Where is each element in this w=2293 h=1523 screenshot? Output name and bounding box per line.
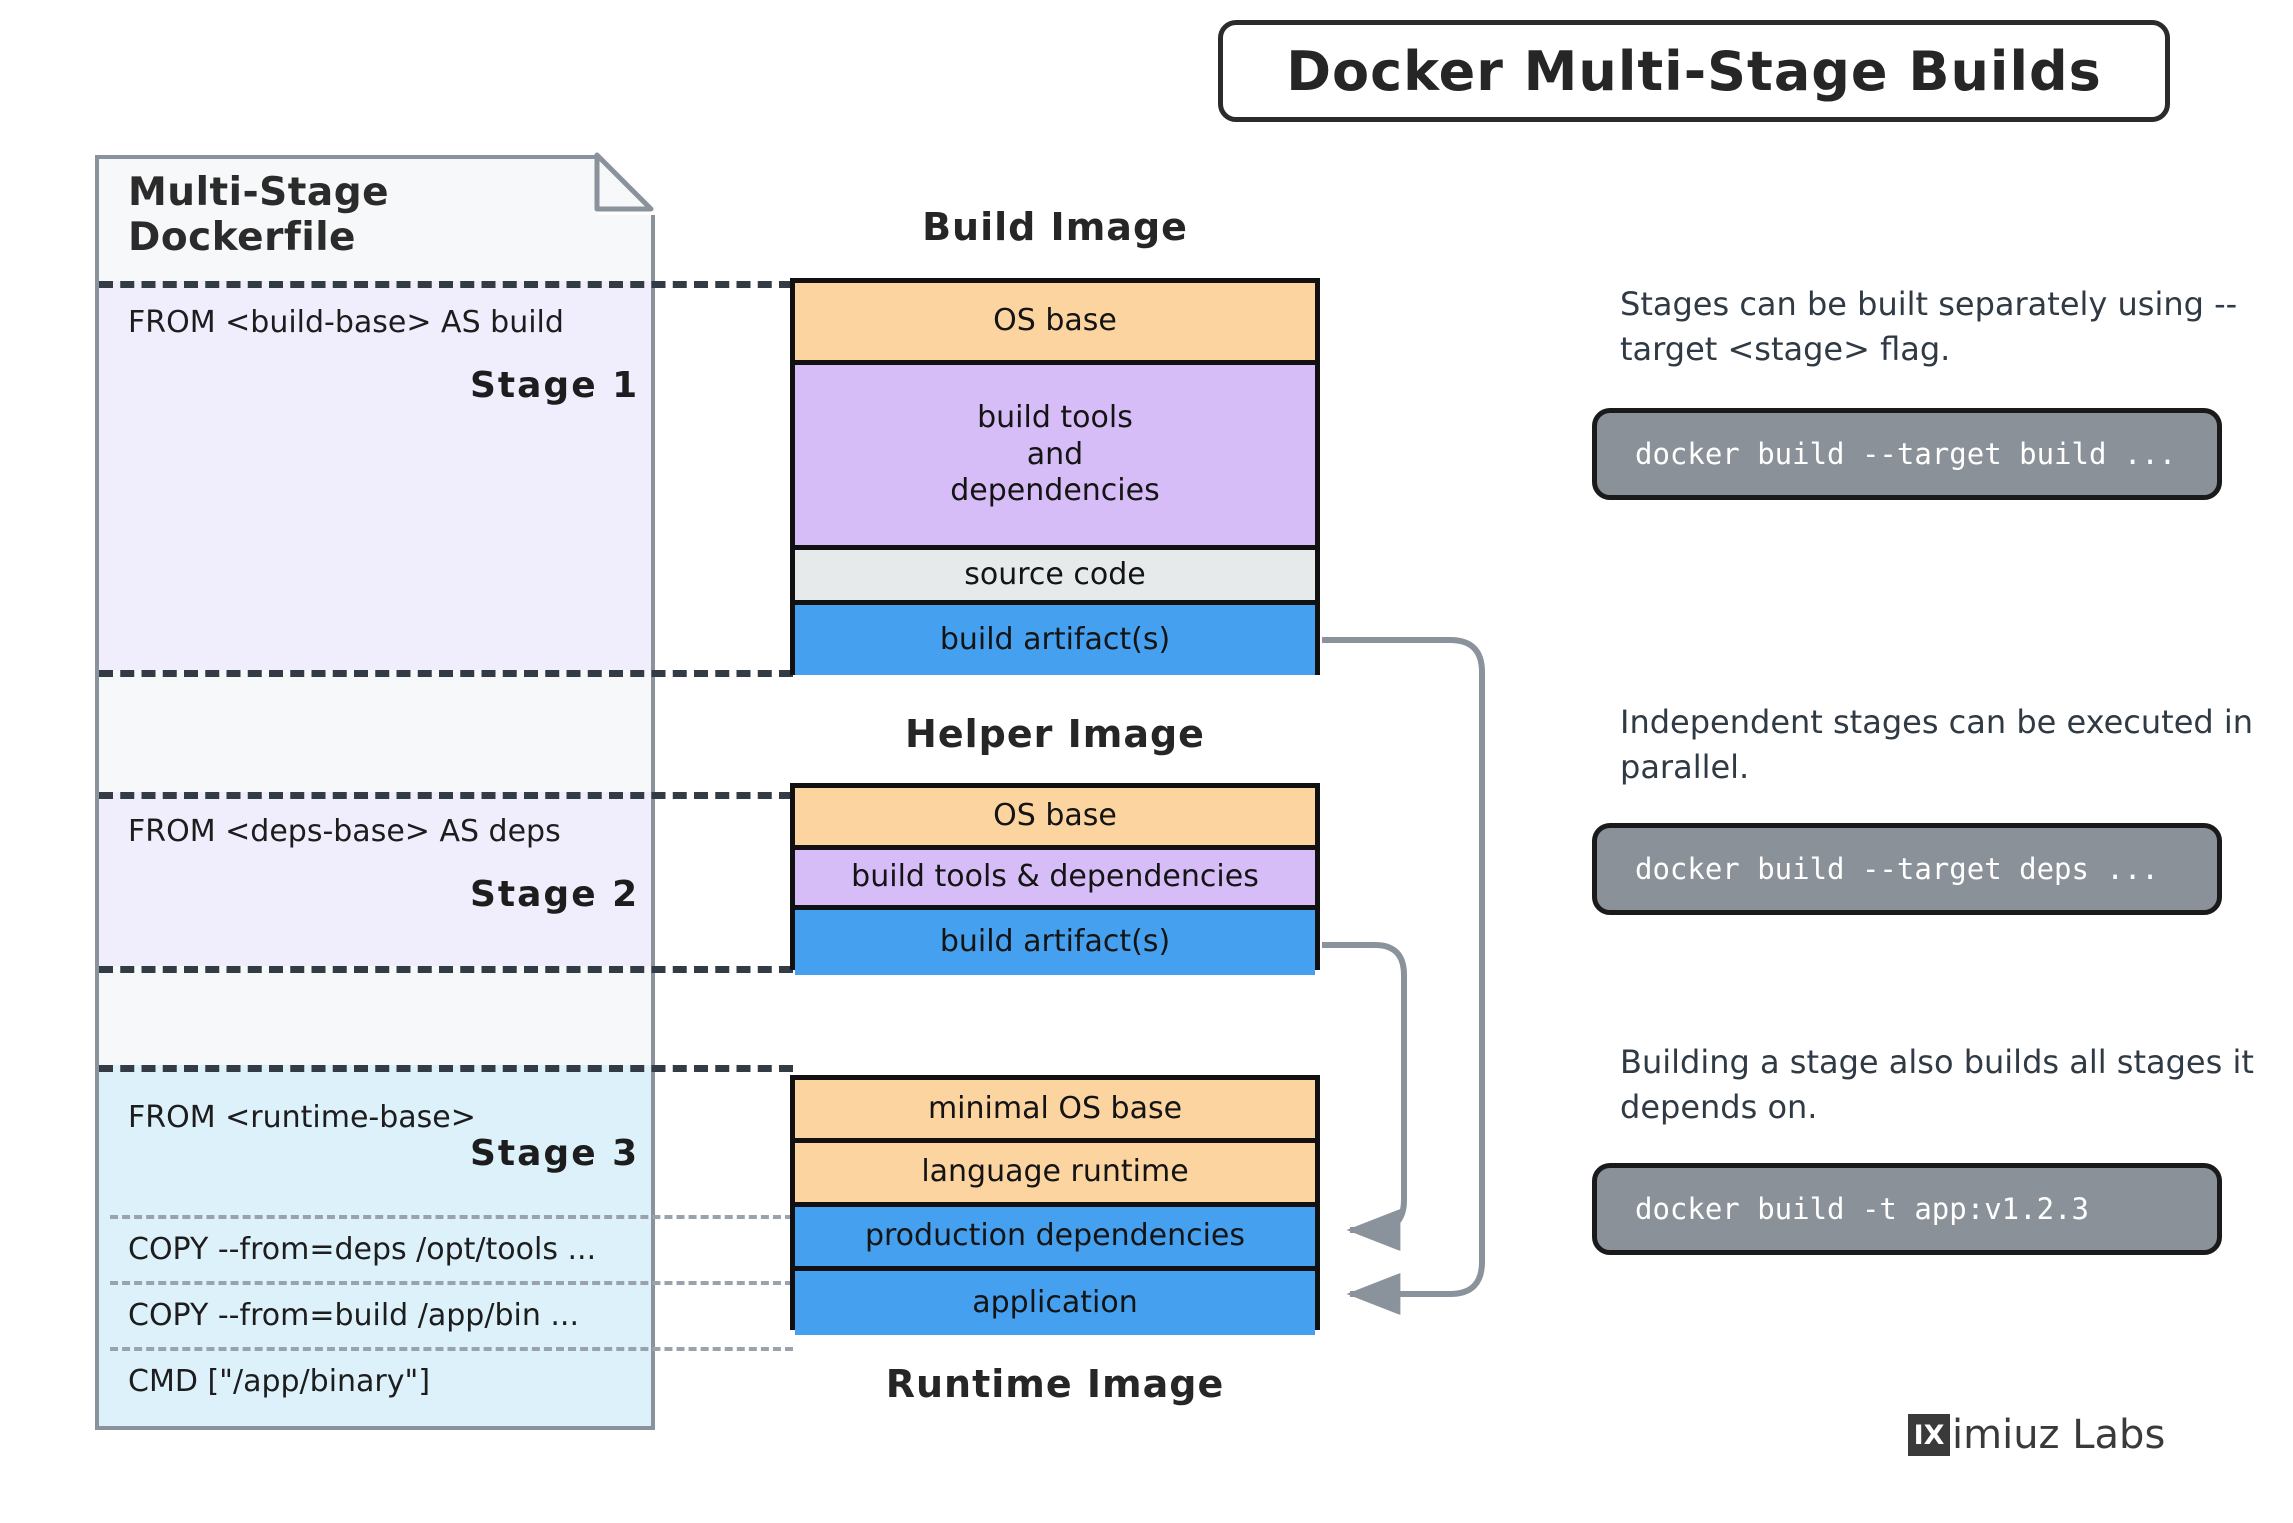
arrow-build-to-application (1322, 637, 1485, 1315)
layer-label: build tools & dependencies (851, 859, 1259, 895)
diagram-title-text: Docker Multi-Stage Builds (1286, 39, 2102, 103)
layer-application: application (795, 1271, 1315, 1335)
stage-2-region (99, 792, 651, 966)
stage-1-label: Stage 1 (470, 365, 640, 406)
layer-minimal-os-base: minimal OS base (795, 1080, 1315, 1143)
stage-2-from-line: FROM <deps-base> AS deps (128, 814, 561, 849)
command-text: docker build --target deps ... (1635, 852, 2159, 886)
arrow-deps-to-production-dependencies (1322, 942, 1407, 1251)
logo-mark-icon: IX (1908, 1414, 1950, 1456)
layer-label: build artifact(s) (939, 924, 1171, 960)
stage-3-from-line: FROM <runtime-base> (128, 1100, 476, 1135)
note-2-text: Independent stages can be executed in pa… (1620, 703, 2254, 787)
layer-os-base: OS base (795, 788, 1315, 850)
copy-divider-2 (110, 1281, 793, 1285)
stage-divider-2-end (99, 966, 793, 973)
stage-2-label: Stage 2 (470, 874, 640, 915)
layer-build-artifact: build artifact(s) (795, 910, 1315, 975)
command-pill-target-deps[interactable]: docker build --target deps ... (1592, 823, 2222, 915)
layer-label: build tools and dependencies (950, 400, 1160, 509)
layer-label: build artifact(s) (939, 621, 1171, 657)
layer-os-base: OS base (795, 283, 1315, 365)
copy-build-line: COPY --from=build /app/bin ... (128, 1298, 579, 1333)
stage-divider-3-start (99, 1065, 793, 1072)
dockerfile-heading-text: Multi-Stage Dockerfile (128, 170, 390, 260)
layer-build-tools: build tools and dependencies (795, 365, 1315, 550)
layer-label: minimal OS base (927, 1090, 1183, 1126)
layer-production-dependencies: production dependencies (795, 1207, 1315, 1271)
note-3-text: Building a stage also builds all stages … (1620, 1043, 2254, 1127)
layer-build-tools-deps: build tools & dependencies (795, 850, 1315, 910)
layer-build-artifact: build artifact(s) (795, 605, 1315, 675)
copy-deps-line: COPY --from=deps /opt/tools ... (128, 1232, 597, 1267)
command-pill-target-build[interactable]: docker build --target build ... (1592, 408, 2222, 500)
layer-label: OS base (993, 303, 1117, 339)
logo-text: imiuz Labs (1952, 1412, 2166, 1458)
stage-1-region (99, 281, 651, 670)
command-pill-tag-app[interactable]: docker build -t app:v1.2.3 (1592, 1163, 2222, 1255)
helper-image-caption: Helper Image (905, 712, 1205, 756)
stage-divider-1-end (99, 670, 793, 677)
build-image-caption: Build Image (922, 205, 1188, 249)
layer-language-runtime: language runtime (795, 1143, 1315, 1207)
copy-divider-3 (110, 1347, 793, 1351)
stage-3-label: Stage 3 (470, 1133, 640, 1174)
layer-label: OS base (993, 798, 1117, 834)
layer-label: production dependencies (864, 1218, 1246, 1254)
stage-1-from-line: FROM <build-base> AS build (128, 305, 564, 340)
diagram-title: Docker Multi-Stage Builds (1218, 20, 2170, 122)
note-1-text: Stages can be built separately using --t… (1620, 285, 2238, 369)
stage-divider-top (99, 281, 793, 288)
page-fold-icon (594, 152, 654, 212)
runtime-image-caption: Runtime Image (885, 1362, 1225, 1406)
command-text: docker build --target build ... (1635, 437, 2177, 471)
layer-label: source code (964, 556, 1146, 592)
stage-divider-2-start (99, 792, 793, 799)
build-image-stack: OS base build tools and dependencies sou… (790, 278, 1320, 675)
copy-divider-1 (110, 1215, 793, 1219)
dockerfile-heading: Multi-Stage Dockerfile (128, 170, 598, 260)
runtime-image-stack: minimal OS base language runtime product… (790, 1075, 1320, 1335)
layer-label: application (972, 1284, 1138, 1320)
helper-image-stack: OS base build tools & dependencies build… (790, 783, 1320, 975)
command-text: docker build -t app:v1.2.3 (1635, 1192, 2089, 1226)
brand-logo: IX imiuz Labs (1908, 1412, 2165, 1458)
layer-label: language runtime (921, 1154, 1189, 1190)
layer-source-code: source code (795, 550, 1315, 605)
cmd-line: CMD ["/app/binary"] (128, 1364, 431, 1399)
stage-3-region (99, 1065, 651, 1426)
